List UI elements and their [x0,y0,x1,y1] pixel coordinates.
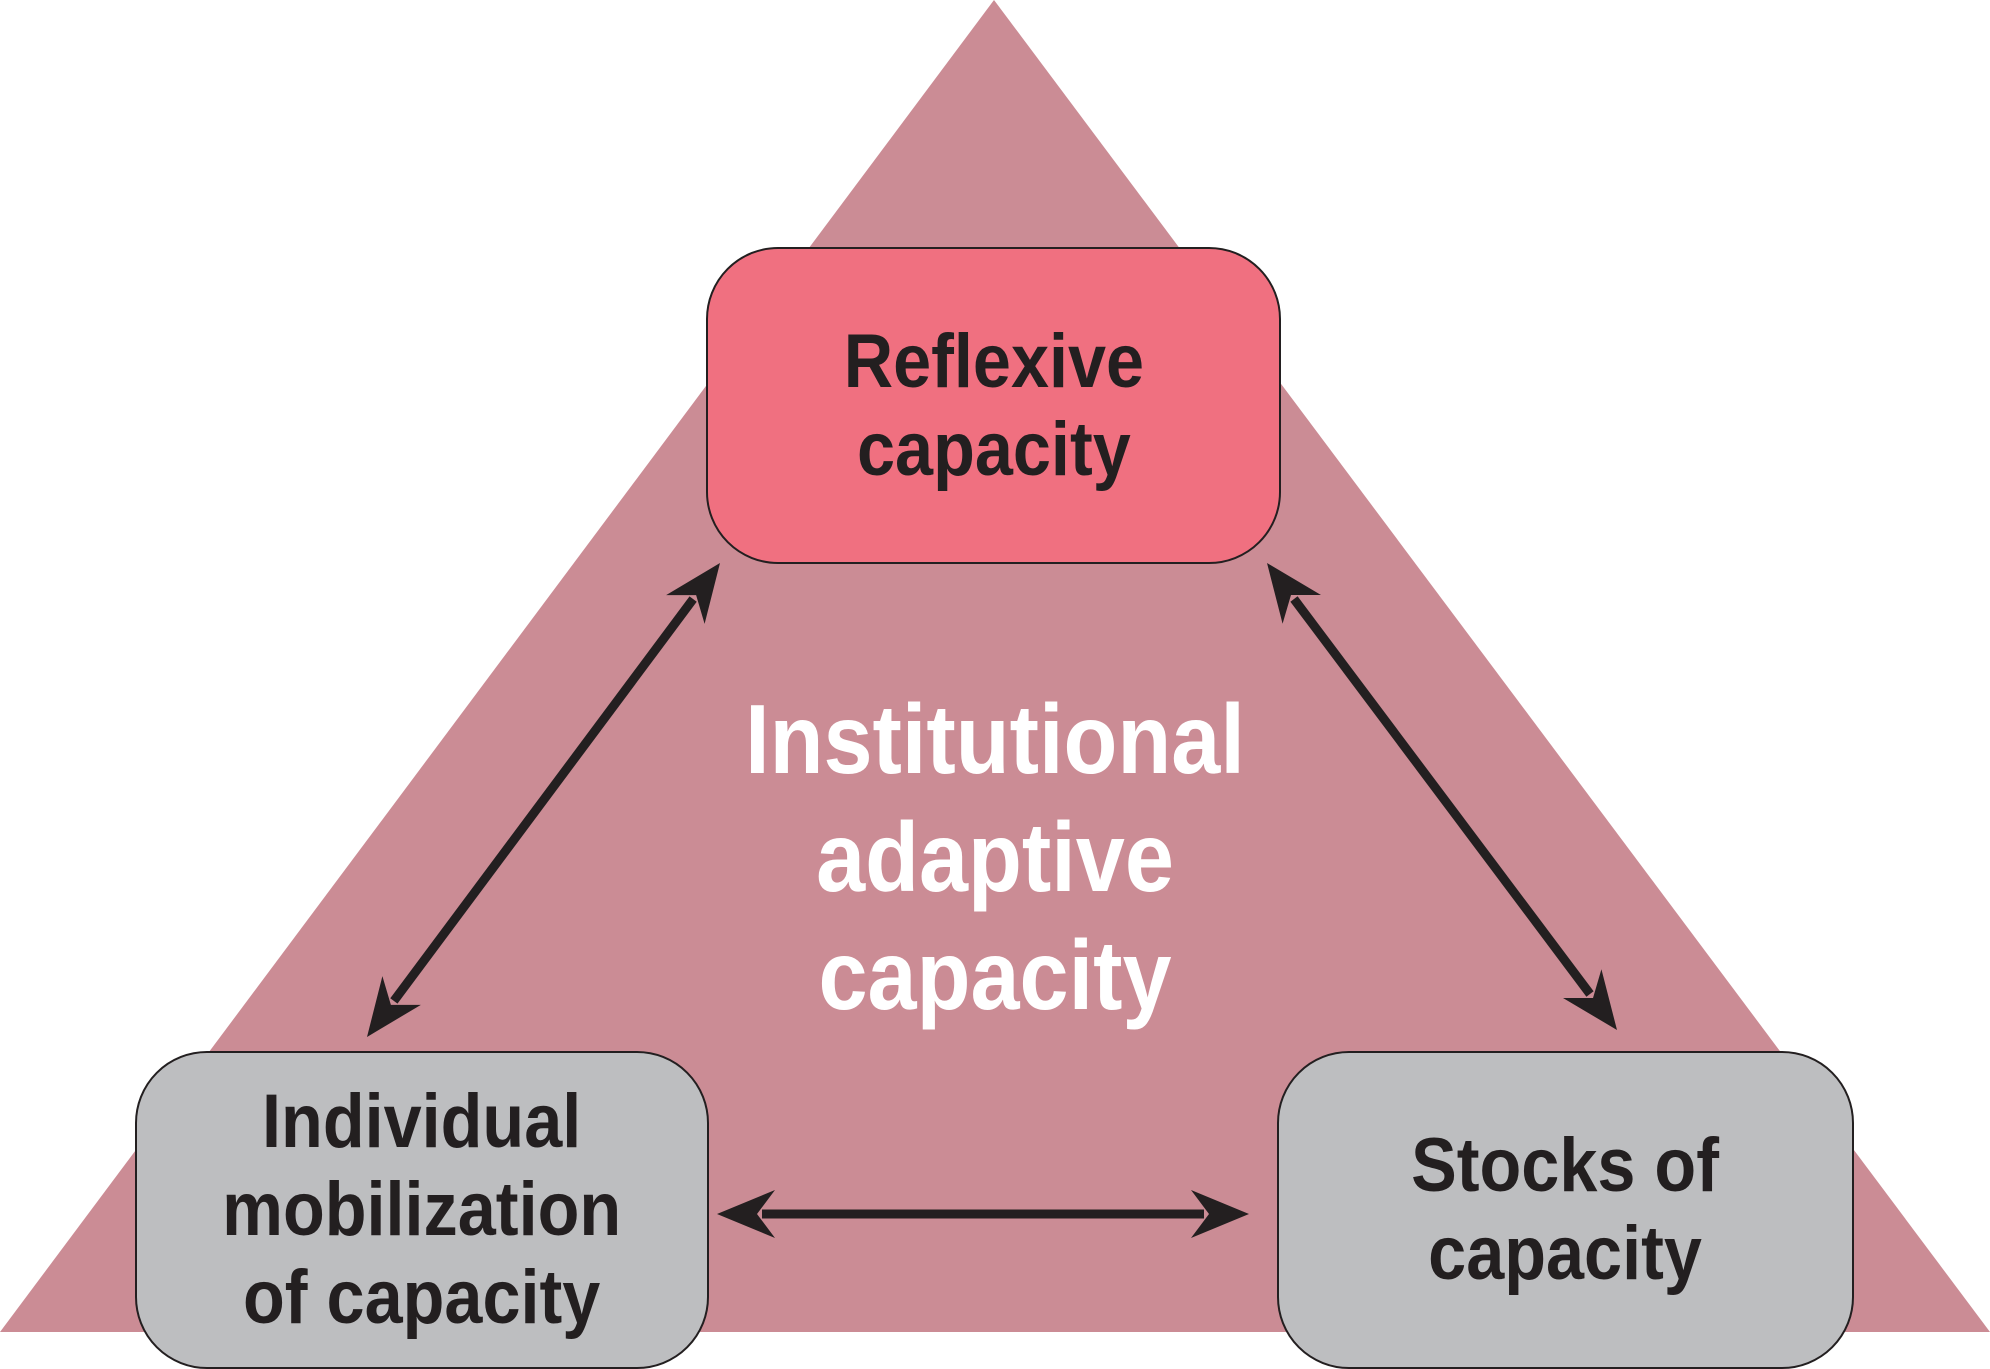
node-individual-mobilization: Individual mobilization of capacity [135,1051,709,1369]
node-reflexive-capacity: Reflexive capacity [706,247,1281,564]
node-stocks-of-capacity: Stocks of capacity [1277,1051,1854,1369]
node-label: Stocks of capacity [1411,1123,1720,1296]
node-label: Individual mobilization of capacity [222,1079,622,1340]
center-label: Institutional adaptive capacity [745,684,1245,1030]
node-label: Reflexive capacity [843,318,1144,492]
